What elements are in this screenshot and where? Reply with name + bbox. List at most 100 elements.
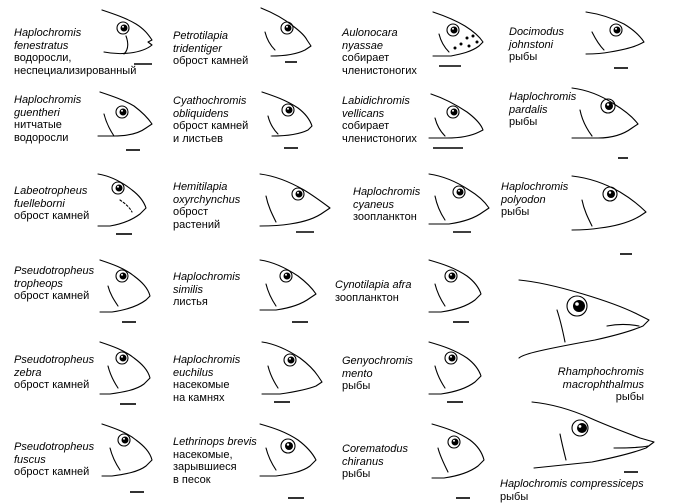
species-name: tropheops xyxy=(14,277,63,290)
diet-text: неспециализированный xyxy=(14,64,137,77)
species-name: Pseudotropheus xyxy=(14,354,95,366)
species-name: polyodon xyxy=(501,193,546,206)
label-corematodus-chiranus: Corematodus chiranus рыбы xyxy=(342,443,408,481)
label-pseudotropheus-tropheops: Pseudotropheus tropheops оброст камней xyxy=(14,265,94,303)
label-haplochromis-polyodon: Haplochromis polyodon рыбы xyxy=(501,181,568,219)
fish-head-haplochromis-fenestratus xyxy=(101,9,153,65)
fish-head-haplochromis-polyodon xyxy=(571,175,647,255)
diet-text: рыбы xyxy=(342,468,371,480)
fish-head-docimodus-johnstoni xyxy=(585,11,645,69)
diet-text: зарывшиеся xyxy=(173,461,237,473)
label-lethrinops-brevis: Lethrinops brevis насекомые, зарывшиеся … xyxy=(173,436,257,486)
species-name: Genyochromis xyxy=(342,355,413,367)
species-name: fuscus xyxy=(14,453,46,466)
label-pseudotropheus-zebra: Pseudotropheus zebra оброст камней xyxy=(14,354,94,392)
fish-head-haplochromis-guentheri xyxy=(97,91,153,151)
diet-text: оброст камней xyxy=(173,55,249,67)
species-name: Corematodus xyxy=(342,443,409,455)
fish-head-corematodus-chiranus xyxy=(431,423,485,499)
label-haplochromis-pardalis: Haplochromis pardalis рыбы xyxy=(509,91,576,129)
species-name: Cynotilapia afra xyxy=(335,279,412,291)
label-hemitilapia-oxyrchynchus: Hemitilapia oxyrchynchus оброст растений xyxy=(173,181,240,231)
fish-head-pseudotropheus-fuscus xyxy=(101,423,153,493)
label-petrotilapia-tridentiger: Petrotilapia tridentiger оброст камней xyxy=(173,30,248,68)
diet-text: оброст камней xyxy=(14,210,90,222)
fish-head-hemitilapia-oxyrchynchus xyxy=(259,173,331,233)
fish-head-haplochromis-compressiceps xyxy=(531,401,655,473)
species-name: Haplochromis compressiceps xyxy=(500,478,644,490)
label-haplochromis-similis: Haplochromis similis листья xyxy=(173,271,240,309)
species-name: Haplochromis xyxy=(509,91,577,103)
species-name: Rhamphochromis xyxy=(557,366,644,378)
diet-text: на камнях xyxy=(173,391,225,404)
diet-text: рыбы xyxy=(501,206,530,218)
diet-text: насекомые, xyxy=(173,448,233,461)
fish-head-haplochromis-similis xyxy=(259,259,317,323)
diet-text: членистоногих xyxy=(342,64,417,77)
fish-head-petrotilapia-tridentiger xyxy=(260,7,312,63)
label-haplochromis-compressiceps: Haplochromis compressiceps рыбы xyxy=(500,478,644,503)
fish-head-pseudotropheus-zebra xyxy=(99,341,151,405)
fish-head-pseudotropheus-tropheops xyxy=(99,259,151,323)
diet-text: водоросли xyxy=(14,131,69,144)
diet-text: оброст камней xyxy=(173,120,249,132)
diet-text: собирает xyxy=(342,52,390,64)
species-name: chiranus xyxy=(342,455,384,468)
diet-text: в песок xyxy=(173,473,211,486)
diet-text: оброст камней xyxy=(14,290,90,302)
species-name: Cyathochromis xyxy=(173,95,247,107)
label-labeotropheus-fuelleborni: Labeotropheus fuelleborni оброст камней xyxy=(14,185,89,223)
label-cyathochromis-obliquidens: Cyathochromis obliquidens оброст камней … xyxy=(173,95,248,145)
diet-text: и листьев xyxy=(173,132,223,145)
fish-head-haplochromis-pardalis xyxy=(571,87,639,159)
species-name: vellicans xyxy=(342,107,385,120)
label-docimodus-johnstoni: Docimodus johnstoni рыбы xyxy=(509,26,564,64)
label-haplochromis-cyaneus: Haplochromis cyaneus зоопланктон xyxy=(353,186,420,224)
species-name: Docimodus xyxy=(509,26,565,38)
label-labidichromis-vellicans: Labidichromis vellicans собирает членист… xyxy=(342,95,417,145)
fish-head-genyochromis-mento xyxy=(428,341,482,403)
fish-head-lethrinops-brevis xyxy=(259,423,317,499)
species-name: Labeotropheus xyxy=(14,185,88,197)
diet-text: собирает xyxy=(342,120,390,132)
fish-head-cynotilapia-afra xyxy=(428,259,482,323)
species-name: euchilus xyxy=(173,366,214,379)
species-name: Haplochromis fenestratus xyxy=(14,27,82,52)
species-name: Haplochromis xyxy=(14,94,82,106)
species-name: similis xyxy=(173,283,203,296)
diet-text: рыбы xyxy=(509,51,538,63)
diet-text: насекомые xyxy=(173,379,230,391)
diet-text: листья xyxy=(173,296,208,308)
fish-head-cyathochromis-obliquidens xyxy=(261,91,313,149)
species-name: tridentiger xyxy=(173,42,222,55)
species-name: mento xyxy=(342,367,373,380)
diet-text: зоопланктон xyxy=(353,211,417,223)
label-rhamphochromis-macrophthalmus: Rhamphochromis macrophthalmus рыбы xyxy=(548,366,644,404)
fish-head-labidichromis-vellicans xyxy=(428,93,484,149)
species-name: macrophthalmus xyxy=(562,378,644,391)
fish-head-aulonocara-nyassae xyxy=(432,11,484,67)
species-name: cyaneus xyxy=(353,198,394,211)
species-name: Haplochromis xyxy=(353,186,421,198)
species-name: Haplochromis xyxy=(173,271,241,283)
label-haplochromis-euchilus: Haplochromis euchilus насекомые на камня… xyxy=(173,354,240,404)
species-name: Lethrinops brevis xyxy=(173,436,257,448)
diet-text: рыбы xyxy=(342,380,371,392)
species-name: Pseudotropheus xyxy=(14,441,95,453)
fish-head-rhamphochromis-macrophthalmus xyxy=(518,279,650,359)
species-name: Hemitilapia xyxy=(173,181,228,193)
species-name: guentheri xyxy=(14,106,60,119)
diet-text: рыбы xyxy=(509,116,538,128)
species-name: johnstoni xyxy=(509,38,554,51)
species-name: Labidichromis xyxy=(342,95,410,107)
diet-text: рыбы xyxy=(615,391,644,403)
label-genyochromis-mento: Genyochromis mento рыбы xyxy=(342,355,413,393)
species-name: pardalis xyxy=(509,103,548,116)
fish-head-labeotropheus-fuelleborni xyxy=(97,173,147,235)
species-name: zebra xyxy=(14,366,42,379)
species-name: oxyrchynchus xyxy=(173,193,241,206)
species-name: fuelleborni xyxy=(14,197,65,210)
label-haplochromis-fenestratus: Haplochromis fenestratus водоросли, несп… xyxy=(14,27,136,77)
species-name: Pseudotropheus xyxy=(14,265,95,277)
